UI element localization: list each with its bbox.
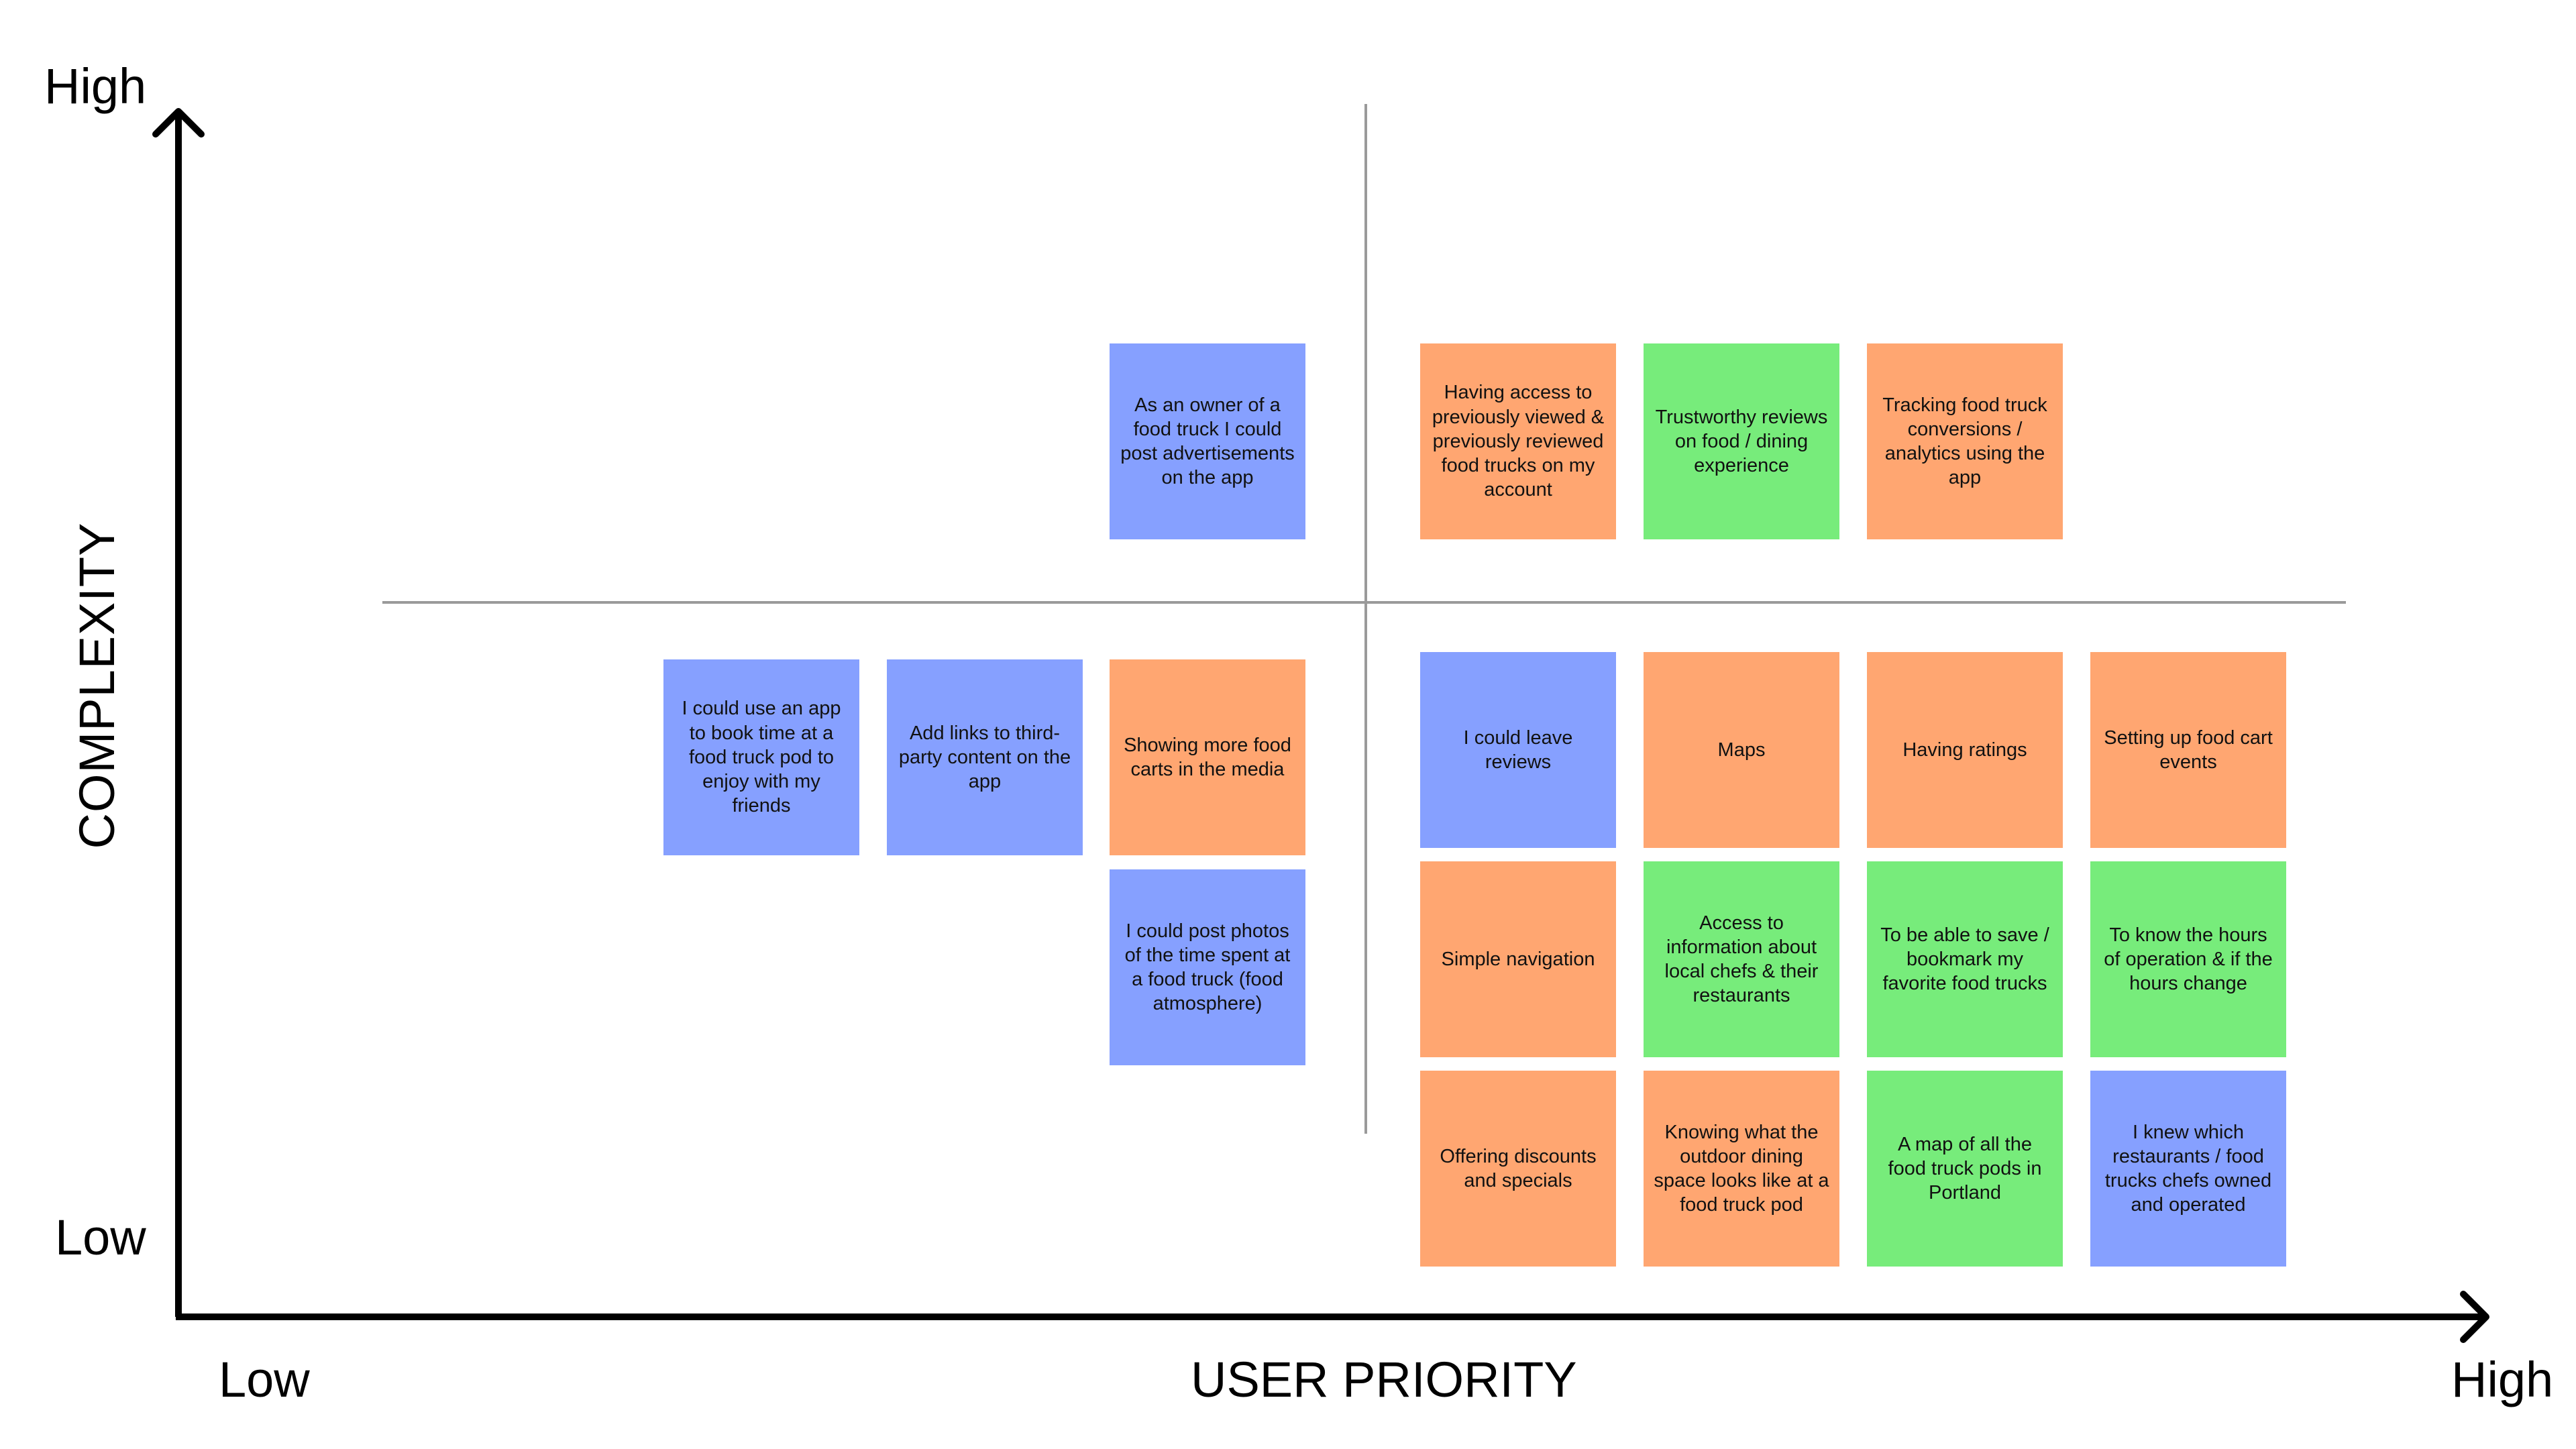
x-axis-high-label: High	[2451, 1352, 2554, 1407]
sticky-note: Maps	[1644, 652, 1839, 848]
sticky-note: To know the hours of operation & if the …	[2090, 861, 2286, 1057]
sticky-note: Setting up food cart events	[2090, 652, 2286, 848]
sticky-note: I could leave reviews	[1420, 652, 1616, 848]
sticky-note: Simple navigation	[1420, 861, 1616, 1057]
sticky-note: To be able to save / bookmark my favorit…	[1867, 861, 2063, 1057]
sticky-note: Showing more food carts in the media	[1110, 659, 1305, 855]
y-axis-high-label: High	[44, 58, 147, 114]
y-axis-low-label: Low	[55, 1210, 146, 1265]
sticky-note: A map of all the food truck pods in Port…	[1867, 1071, 2063, 1267]
sticky-note: Having ratings	[1867, 652, 2063, 848]
sticky-note: I knew which restaurants / food trucks c…	[2090, 1071, 2286, 1267]
sticky-note: Knowing what the outdoor dining space lo…	[1644, 1071, 1839, 1267]
x-axis-low-label: Low	[219, 1352, 310, 1407]
sticky-note: Having access to previously viewed & pre…	[1420, 343, 1616, 539]
sticky-note: I could post photos of the time spent at…	[1110, 869, 1305, 1065]
sticky-note: Add links to third-party content on the …	[887, 659, 1083, 855]
sticky-note: As an owner of a food truck I could post…	[1110, 343, 1305, 539]
sticky-note: Tracking food truck conversions / analyt…	[1867, 343, 2063, 539]
sticky-note: I could use an app to book time at a foo…	[663, 659, 859, 855]
sticky-note: Trustworthy reviews on food / dining exp…	[1644, 343, 1839, 539]
x-axis-title: USER PRIORITY	[1191, 1352, 1577, 1407]
y-axis-title: COMPLEXITY	[69, 522, 125, 849]
sticky-note: Offering discounts and specials	[1420, 1071, 1616, 1267]
sticky-note: Access to information about local chefs …	[1644, 861, 1839, 1057]
y-axis-arrowhead	[152, 108, 205, 138]
x-axis-arrowhead	[2460, 1291, 2489, 1343]
